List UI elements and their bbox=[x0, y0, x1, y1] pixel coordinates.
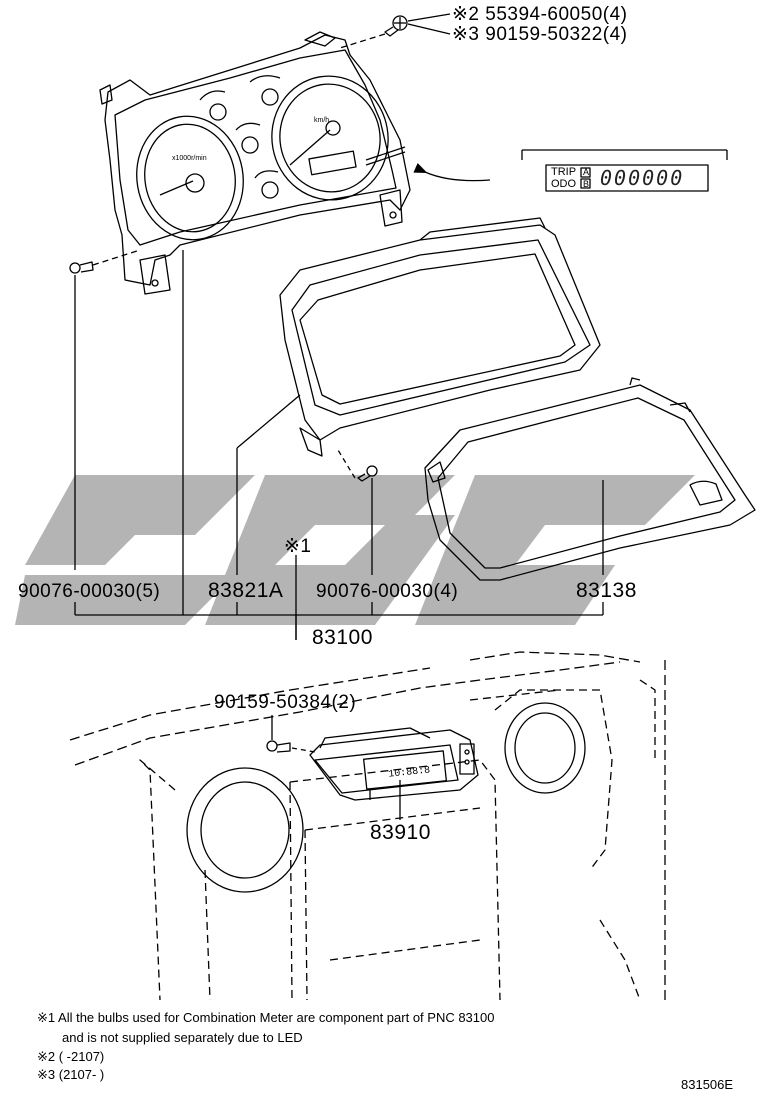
part-number-screw-left: 90076-00030(5) bbox=[18, 581, 161, 602]
part-number-clock-screw: 90159-50384(2) bbox=[214, 692, 357, 713]
part-number-screw-top-a: ※2 55394-60050(4) bbox=[452, 4, 628, 25]
part-number-clock: 83910 bbox=[370, 821, 431, 844]
odo-badge: B bbox=[583, 179, 590, 189]
note-1-line-2: and is not supplied separately due to LE… bbox=[62, 1030, 303, 1045]
bulb-note-ref: ※1 bbox=[284, 536, 312, 557]
odometer-display-panel bbox=[413, 149, 728, 192]
part-number-screw-top-b: ※3 90159-50322(4) bbox=[452, 24, 628, 45]
part-number-meter-hood: 83138 bbox=[576, 579, 637, 602]
meter-hood-drawing bbox=[424, 377, 756, 581]
trip-label: TRIP bbox=[551, 166, 577, 178]
speed-unit-text: km/h bbox=[314, 117, 329, 124]
meter-glass-drawing bbox=[236, 217, 601, 575]
dashboard-drawing: 10:88:8 bbox=[69, 651, 666, 1001]
tach-unit-text: x1000r/min bbox=[172, 155, 207, 162]
clock-digits-text: 10:88:8 bbox=[388, 765, 431, 780]
note-3: ※3 (2107- ) bbox=[37, 1067, 105, 1082]
odo-label: ODO bbox=[551, 178, 577, 190]
part-number-screw-center: 90076-00030(4) bbox=[316, 581, 459, 602]
note-2: ※2 ( -2107) bbox=[37, 1049, 105, 1064]
combination-meter-drawing: x1000r/min km/h bbox=[99, 31, 411, 295]
part-number-combination-meter: 83100 bbox=[312, 626, 373, 649]
screw-top-drawing bbox=[339, 13, 451, 49]
trip-badge: A bbox=[583, 167, 590, 177]
note-1-line-1: ※1 All the bulbs used for Combination Me… bbox=[37, 1010, 495, 1025]
odometer-digits: 000000 bbox=[600, 166, 685, 190]
part-number-meter-glass: 83821A bbox=[208, 579, 284, 602]
watermark-logo bbox=[15, 475, 695, 625]
figure-id: 831506E bbox=[681, 1077, 734, 1092]
screw-center-drawing bbox=[295, 449, 378, 640]
screw-left-drawing bbox=[69, 249, 141, 570]
